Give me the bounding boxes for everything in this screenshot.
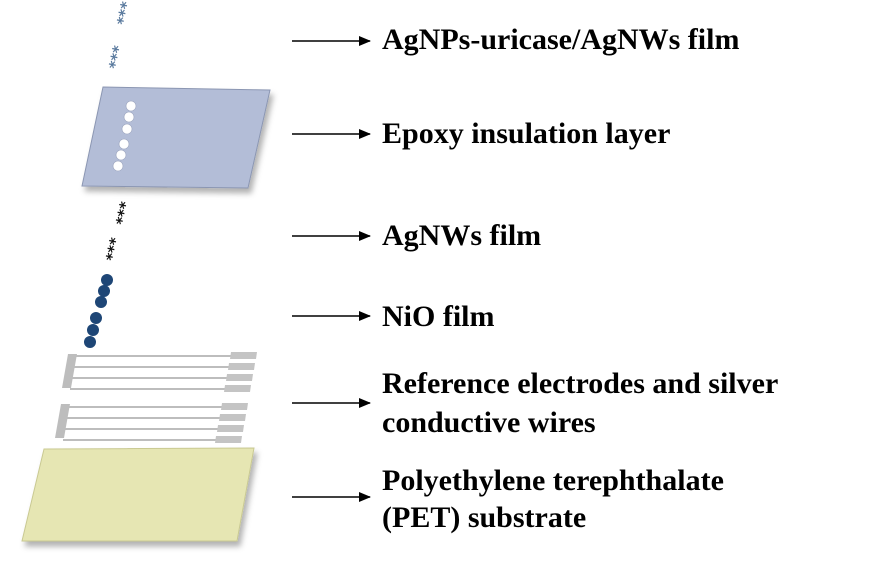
label-line: Reference electrodes and silver — [382, 367, 779, 400]
uricase-film-stars: *** *** — [105, 0, 136, 71]
label-epoxy: Epoxy insulation layer — [382, 117, 670, 150]
label-line: conductive wires — [382, 406, 596, 439]
label-line: AgNPs-uricase/AgNWs film — [382, 23, 740, 56]
label-pet: Polyethylene terephthalate (PET) substra… — [382, 464, 724, 534]
label-line: NiO film — [382, 300, 495, 333]
label-line: Polyethylene terephthalate — [382, 464, 724, 497]
label-agnps-uricase: AgNPs-uricase/AgNWs film — [382, 23, 739, 56]
label-line: Epoxy insulation layer — [382, 117, 671, 150]
epoxy-layer — [58, 86, 271, 189]
label-nio: NiO film — [382, 300, 495, 333]
label-agnws: AgNWs film — [382, 219, 541, 252]
label-line: (PET) substrate — [382, 501, 587, 534]
svg-text:***: *** — [112, 200, 135, 227]
svg-text:***: *** — [102, 236, 125, 263]
label-arrows — [292, 36, 371, 502]
label-reference: Reference electrodes and silver conducti… — [382, 367, 778, 439]
pet-substrate — [21, 447, 255, 542]
agnws-film-stars: *** *** — [102, 200, 135, 263]
svg-text:***: *** — [105, 44, 128, 71]
electrode-layer — [55, 352, 257, 443]
svg-text:***: *** — [113, 0, 136, 27]
nio-film-dots — [84, 274, 113, 348]
label-line: AgNWs film — [382, 219, 542, 252]
